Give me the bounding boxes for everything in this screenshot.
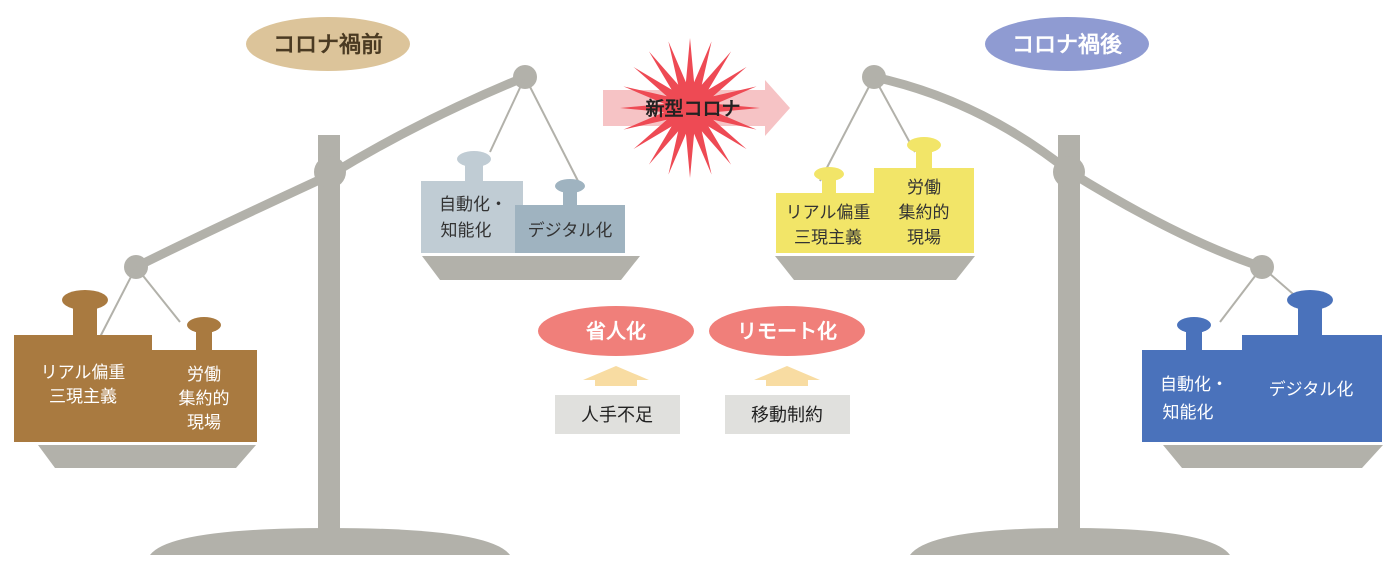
weight-label: 集約的 [899,203,950,223]
weight-automation: 自動化・ 知能化 [421,151,523,253]
weight-real-bias: リアル偏重 三現主義 [14,290,152,442]
weight-label: 集約的 [179,389,230,409]
covid-trigger: 新型コロナ [603,38,790,178]
up-arrow [583,366,649,386]
trigger-label: 新型コロナ [645,97,740,120]
weight-labor-intensive: 労働 集約的 現場 [151,317,257,442]
after-title-pill [985,17,1149,71]
weight-real-bias: リアル偏重 三現主義 [776,167,880,253]
left-scale-pivot [314,156,346,188]
weight-label: リアル偏重 [786,203,871,223]
cause-label: 移動制約 [751,405,823,426]
left-scale: リアル偏重 三現主義 労働 集約的 現場 自動化・ 知能化 デジタル化 コロナ [14,17,640,555]
left-pan-string [135,266,181,323]
driver-pill [709,306,865,356]
left-scale-base [150,528,510,555]
weight-label: 自動化・ [1160,375,1228,395]
left-scale-high-pan [422,256,640,280]
up-arrow [754,366,820,386]
weight-label: リアル偏重 [41,363,126,383]
cause-label: 人手不足 [581,405,653,426]
right-pan-string [524,76,579,182]
driver-pill [538,306,694,356]
weight-label: 知能化 [1163,403,1214,423]
right-scale-low-pan [1163,445,1383,468]
weight-automation: 自動化・ 知能化 [1142,317,1248,442]
weight-label: 三現主義 [794,228,862,248]
left-pan-string [873,76,916,153]
before-title: コロナ禍前 [273,32,383,58]
weight-label: 労働 [187,365,221,385]
left-scale-post [318,135,340,535]
right-scale-pivot [1053,156,1085,188]
right-pan-string [1219,266,1263,323]
weight-label: デジタル化 [528,220,613,241]
driver-remote: リモート化 移動制約 [709,306,865,434]
weight-label: 三現主義 [49,387,117,407]
cause-box [555,395,680,434]
weight-label: デジタル化 [1269,379,1354,400]
right-pan-string [489,76,526,153]
right-scale-post [1058,135,1080,535]
weight-label: 自動化・ [439,195,507,215]
weight-digitalization: デジタル化 [515,179,625,253]
weight-label: 現場 [187,413,221,433]
driver-label: 省人化 [585,319,646,343]
right-scale: リアル偏重 三現主義 労働 集約的 現場 自動化・ 知能化 デジタル化 コロナ [775,17,1383,555]
right-scale-high-pan [775,256,975,280]
left-pan-string [99,266,137,338]
left-scale-low-pan [38,445,256,468]
before-title-pill [246,17,410,71]
after-title: コロナ禍後 [1012,32,1123,58]
left-pan-string [819,76,875,182]
weight-label: 現場 [907,228,941,248]
driver-shorthanded: 省人化 人手不足 [538,306,694,434]
weight-label: 知能化 [441,221,492,241]
cause-box [725,395,850,434]
driver-label: リモート化 [737,319,837,343]
weight-label: 労働 [907,178,941,198]
weight-digitalization: デジタル化 [1242,290,1382,442]
right-scale-base [910,528,1230,555]
weight-labor-intensive: 労働 集約的 現場 [874,137,974,253]
starburst-burst [620,38,760,178]
